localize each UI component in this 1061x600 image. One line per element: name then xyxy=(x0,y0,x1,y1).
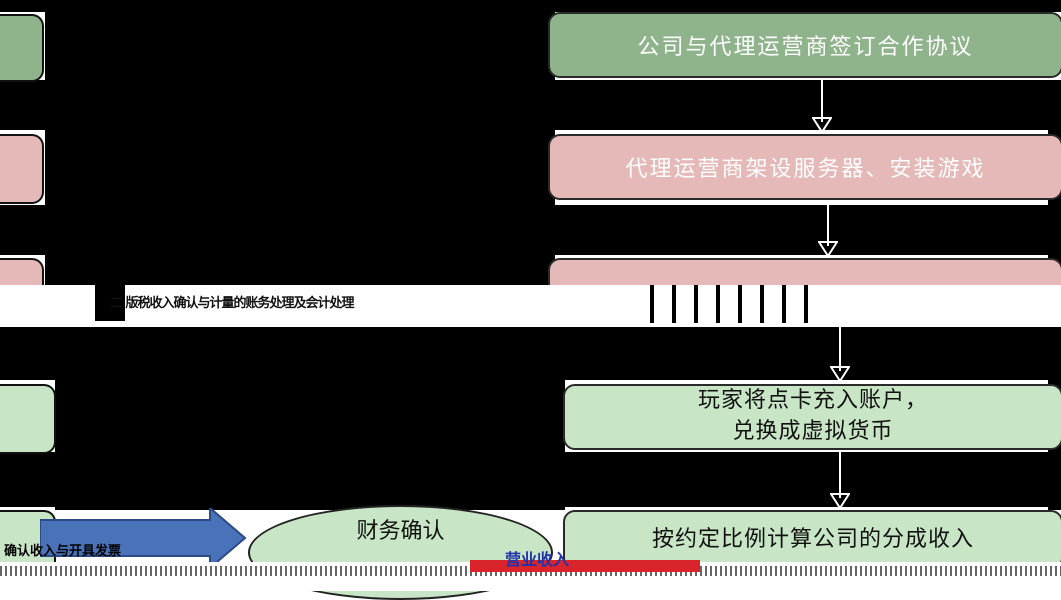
step-5-text: 按约定比例计算公司的分成收入 xyxy=(651,526,974,552)
lane-tab-2 xyxy=(0,134,44,204)
arrow-down-4 xyxy=(830,450,850,510)
right-dark-1 xyxy=(555,80,1061,130)
lower-band-1 xyxy=(0,452,1061,507)
band-dark-2 xyxy=(0,205,555,255)
step-box-2: 代理运营商架设服务器、安装游戏 xyxy=(548,134,1061,200)
step-box-4: 玩家将点卡充入账户， 兑换成虚拟货币 xyxy=(563,384,1061,450)
step-2-text: 代理运营商架设服务器、安装游戏 xyxy=(625,157,986,182)
blue-arrow xyxy=(40,508,247,568)
overlay-bars xyxy=(650,285,820,323)
bottom-red-highlight xyxy=(470,560,700,572)
overlay-text: 二 版税收入确认与计量的账务处理及会计处理 xyxy=(110,296,355,311)
step-4-text: 玩家将点卡充入账户， 兑换成虚拟货币 xyxy=(697,388,928,444)
right-dark-2 xyxy=(555,205,1061,255)
arrow-down-2 xyxy=(818,200,838,258)
step-box-1: 公司与代理运营商签订合作协议 xyxy=(548,12,1061,78)
bottom-left-text: 确认收入与开具发票 xyxy=(4,544,122,559)
top-dark-strip xyxy=(0,0,1061,12)
arrow-down-1 xyxy=(812,78,832,134)
overlay-band xyxy=(0,285,1061,327)
confirm-label: 财务确认 xyxy=(356,519,445,544)
lane-tab-4 xyxy=(0,384,56,454)
step-1-text: 公司与代理运营商签订合作协议 xyxy=(637,35,974,60)
arrow-down-3 xyxy=(830,325,850,383)
lane-tab-1 xyxy=(0,14,44,82)
middle-dark-band xyxy=(0,325,1061,380)
band-dark-1 xyxy=(0,80,555,130)
overlay-band-dark-left xyxy=(95,285,125,321)
bottom-label: 营业收入 xyxy=(505,550,570,569)
